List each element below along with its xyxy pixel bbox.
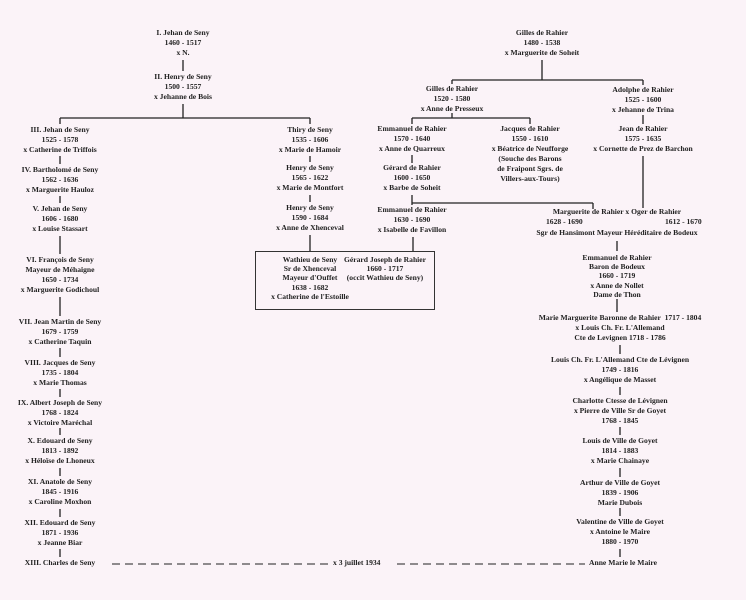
marriage-date: x 3 juillet 1934 [333, 558, 381, 567]
person-charles-13: XIII. Charles de Seny [24, 558, 96, 567]
wathieu-gerard-box [255, 251, 435, 310]
person-anne-marie: Anne Marie le Maire [589, 558, 657, 567]
oger-dates: 1612 - 1670 [665, 217, 702, 226]
person-louis-lallemand: Louis Ch. Fr. L'Allemand Cte de Lévignen… [550, 355, 690, 384]
marguerite-dates: 1628 - 1690 [546, 217, 583, 226]
person-marie-marguerite: Marie Marguerite Baronne de Rahier 1717 … [538, 313, 702, 342]
couple-title: Sgr de Hansimont Mayeur Héréditaire de B… [536, 228, 698, 237]
couple-marguerite-oger: Marguerite de Rahier x Oger de Rahier [552, 207, 682, 216]
